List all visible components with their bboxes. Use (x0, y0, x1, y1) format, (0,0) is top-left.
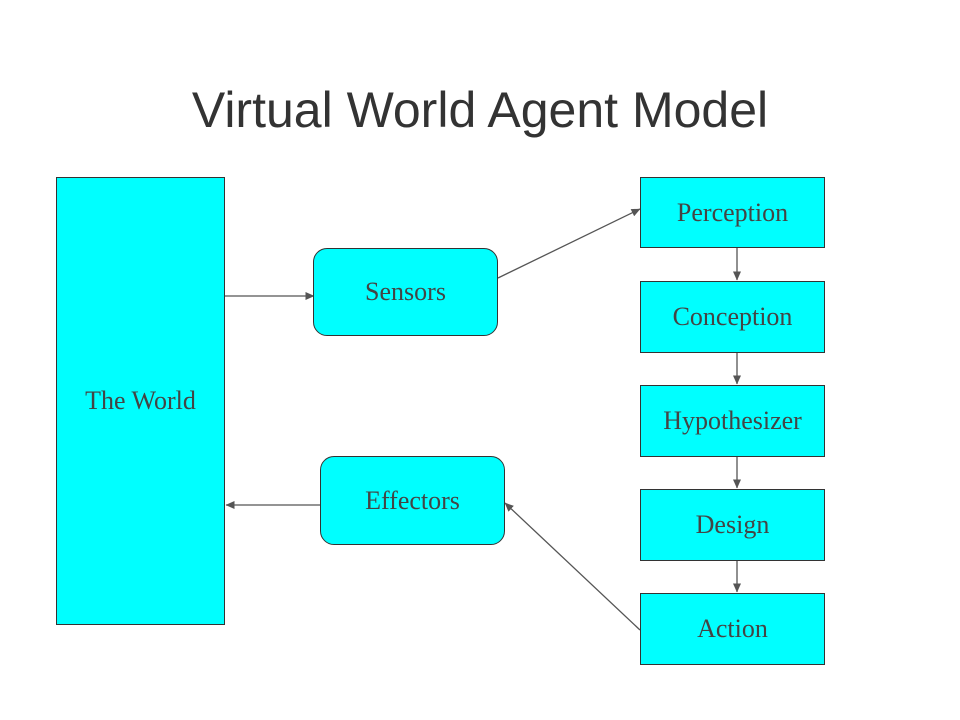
hypothesizer-label: Hypothesizer (663, 406, 802, 435)
page-title: Virtual World Agent Model (191, 82, 769, 138)
design-box: Design (640, 489, 825, 561)
action-label: Action (697, 614, 768, 643)
conception-box: Conception (640, 281, 825, 353)
arrow-sensors-to-perception (497, 208, 641, 279)
design-label: Design (695, 510, 770, 539)
sensors-box: Sensors (313, 248, 498, 336)
hypothesizer-box: Hypothesizer (640, 385, 825, 457)
perception-label: Perception (676, 197, 789, 227)
effectors-label: Effectors (365, 485, 460, 515)
world-box: The World (56, 177, 225, 625)
arrow-action-to-effectors (504, 502, 641, 631)
sensors-label: Sensors (365, 277, 446, 306)
effectors-box: Effectors (320, 456, 505, 545)
conception-label: Conception (672, 302, 793, 331)
world-label: The World (85, 386, 196, 415)
action-box: Action (640, 593, 825, 665)
perception-box: Perception (640, 177, 825, 248)
